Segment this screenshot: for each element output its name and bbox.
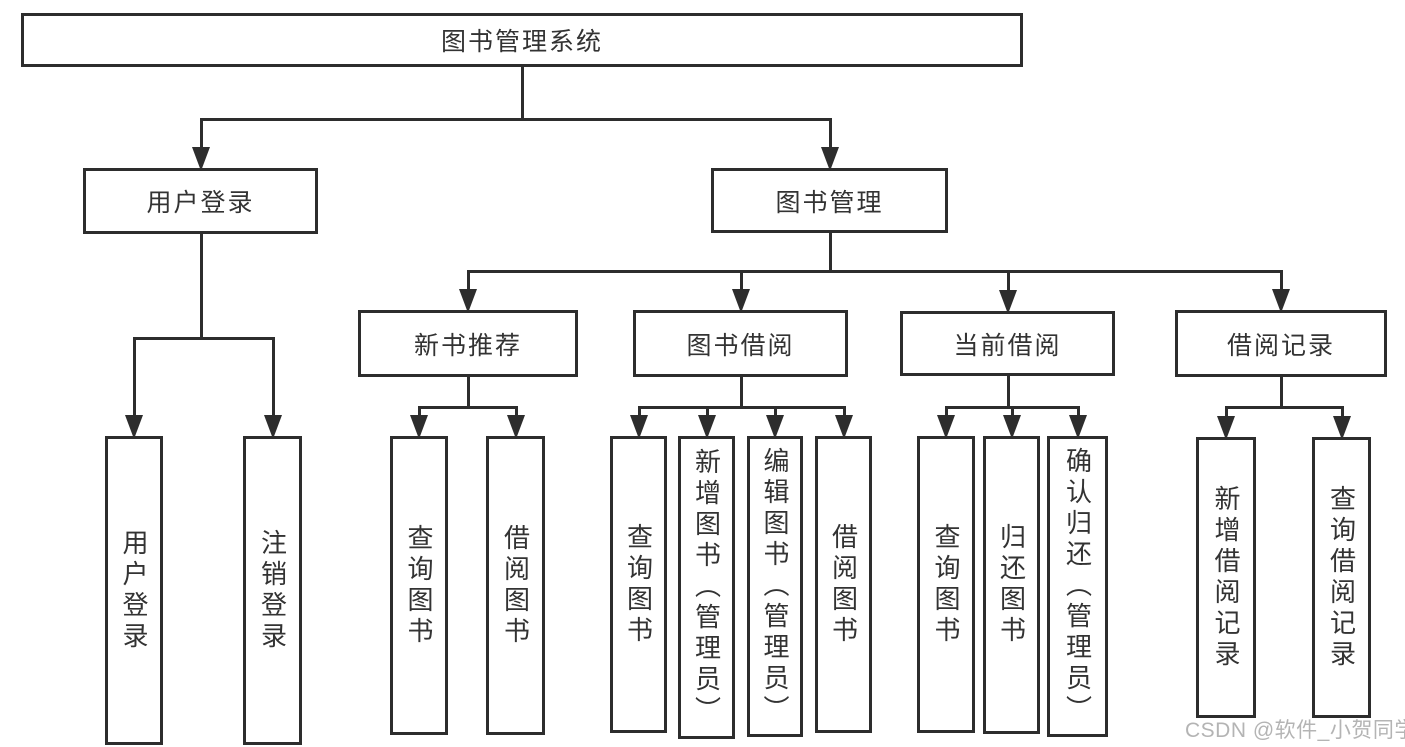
connector-line bbox=[773, 406, 777, 415]
node-label: 新增图书（管理员） bbox=[691, 448, 722, 727]
connector-line bbox=[1076, 406, 1080, 415]
node-label: 借阅记录 bbox=[1226, 331, 1335, 360]
node-label: 当前借阅 bbox=[953, 331, 1062, 360]
leaf-query-borrow-record: 查询借阅记录 bbox=[1312, 437, 1371, 718]
node-new-book-rec: 新书推荐 bbox=[358, 310, 578, 377]
leaf-query-book-rec: 查询图书 bbox=[390, 436, 448, 735]
leaf-borrow-book: 借阅图书 bbox=[815, 436, 872, 733]
arrowhead-down-icon bbox=[630, 415, 648, 439]
node-label: 确认归还（管理员） bbox=[1062, 447, 1093, 726]
leaf-return-book: 归还图书 bbox=[983, 436, 1040, 734]
arrowhead-down-icon bbox=[264, 415, 282, 439]
leaf-user-login: 用户登录 bbox=[105, 436, 163, 745]
leaf-add-book-admin: 新增图书（管理员） bbox=[678, 436, 735, 739]
node-label: 查询借阅记录 bbox=[1326, 484, 1357, 671]
node-user-login-group: 用户登录 bbox=[83, 168, 318, 234]
watermark: CSDN @软件_小贺同学 bbox=[1185, 719, 1405, 742]
node-label: 图书管理系统 bbox=[440, 28, 603, 56]
connector-line bbox=[637, 406, 846, 409]
arrowhead-down-icon bbox=[1217, 416, 1235, 440]
node-book-borrow: 图书借阅 bbox=[633, 310, 848, 377]
connector-line bbox=[637, 406, 641, 415]
node-label: 注销登录 bbox=[257, 528, 288, 653]
leaf-add-borrow-record: 新增借阅记录 bbox=[1196, 437, 1256, 718]
connector-line bbox=[739, 375, 743, 409]
node-label: 用户登录 bbox=[119, 528, 149, 653]
node-book-mgmt-group: 图书管理 bbox=[711, 168, 948, 233]
connector-line bbox=[466, 270, 470, 289]
connector-line bbox=[132, 337, 136, 415]
connector-line bbox=[705, 406, 709, 415]
arrowhead-down-icon bbox=[125, 415, 143, 439]
node-label: 查询图书 bbox=[931, 522, 961, 647]
node-label: 查询图书 bbox=[404, 523, 434, 648]
node-label: 查询图书 bbox=[623, 522, 654, 647]
connector-line bbox=[828, 231, 832, 273]
node-label: 借阅图书 bbox=[828, 522, 859, 647]
node-label: 新增借阅记录 bbox=[1211, 484, 1241, 671]
leaf-borrow-book-rec: 借阅图书 bbox=[486, 436, 545, 735]
connector-line bbox=[1224, 406, 1344, 409]
connector-line bbox=[1006, 374, 1010, 409]
arrowhead-down-icon bbox=[732, 289, 750, 313]
node-label: 借阅图书 bbox=[500, 523, 531, 648]
arrowhead-down-icon bbox=[192, 147, 210, 171]
connector-line bbox=[199, 118, 832, 121]
arrowhead-down-icon bbox=[821, 147, 839, 171]
node-current-borrow: 当前借阅 bbox=[900, 311, 1115, 376]
leaf-query-book-borrow: 查询图书 bbox=[610, 436, 667, 733]
connector-line bbox=[520, 65, 524, 121]
connector-line bbox=[1279, 375, 1283, 409]
arrowhead-down-icon bbox=[1069, 415, 1087, 439]
connector-line bbox=[842, 406, 846, 415]
node-label: 新书推荐 bbox=[413, 331, 522, 360]
connector-line bbox=[417, 406, 421, 415]
connector-line bbox=[1279, 270, 1283, 289]
arrowhead-down-icon bbox=[507, 415, 525, 439]
node-label: 图书管理 bbox=[775, 188, 884, 217]
connector-line bbox=[1010, 406, 1014, 415]
connector-line bbox=[1224, 406, 1228, 416]
arrowhead-down-icon bbox=[766, 415, 784, 439]
node-label: 编辑图书（管理员） bbox=[760, 447, 790, 726]
arrowhead-down-icon bbox=[459, 289, 477, 313]
connector-line bbox=[1006, 270, 1010, 290]
node-root: 图书管理系统 bbox=[21, 13, 1023, 67]
node-label: 用户登录 bbox=[146, 189, 255, 217]
connector-line bbox=[1340, 406, 1344, 416]
connector-line bbox=[514, 406, 518, 415]
arrowhead-down-icon bbox=[999, 290, 1017, 314]
arrowhead-down-icon bbox=[410, 415, 428, 439]
leaf-query-book-current: 查询图书 bbox=[917, 436, 975, 733]
connector-line bbox=[828, 118, 832, 147]
leaf-edit-book-admin: 编辑图书（管理员） bbox=[747, 436, 803, 737]
connector-line bbox=[132, 337, 275, 340]
connector-line bbox=[417, 406, 518, 409]
connector-line bbox=[271, 337, 275, 415]
arrowhead-down-icon bbox=[698, 415, 716, 439]
connector-line bbox=[739, 270, 743, 289]
arrowhead-down-icon bbox=[1003, 415, 1021, 439]
connector-line bbox=[199, 232, 203, 340]
arrowhead-down-icon bbox=[937, 415, 955, 439]
arrowhead-down-icon bbox=[1333, 416, 1351, 440]
connector-line bbox=[199, 118, 203, 147]
node-label: 图书借阅 bbox=[686, 331, 795, 360]
arrowhead-down-icon bbox=[1272, 289, 1290, 313]
connector-line bbox=[944, 406, 948, 415]
connector-line bbox=[466, 375, 470, 409]
arrowhead-down-icon bbox=[835, 415, 853, 439]
leaf-logout: 注销登录 bbox=[243, 436, 302, 745]
node-label: 归还图书 bbox=[996, 523, 1027, 647]
connector-line bbox=[466, 270, 1283, 273]
node-borrow-records: 借阅记录 bbox=[1175, 310, 1387, 377]
leaf-confirm-return-admin: 确认归还（管理员） bbox=[1047, 436, 1108, 737]
